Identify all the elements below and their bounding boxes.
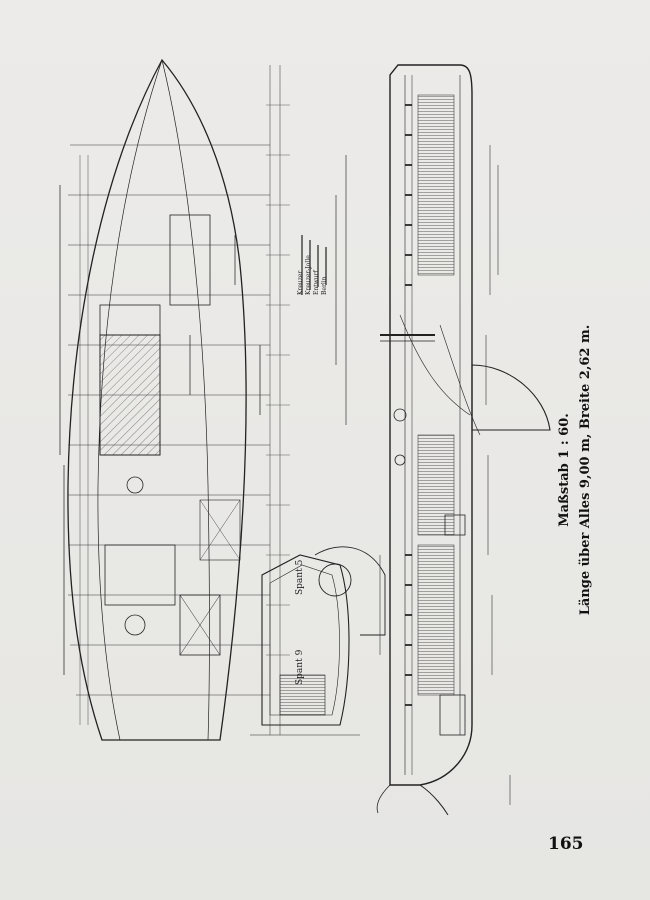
deck-plan [59,58,270,741]
page-number: 165 [548,834,584,854]
dimensions-label: Länge über Alles 9,00 m, Breite 2,62 m. [578,324,593,616]
scale-label: Maßstab 1 : 60. [557,413,572,527]
title-block-line: Entwurf [313,269,320,295]
keel-fin [471,364,551,431]
figure-caption: Maßstab 1 : 60. Länge über Alles 9,00 m,… [557,325,593,615]
yacht-construction-drawing: Spant 5 Spant 9 [59,58,551,815]
spant-label-9: Spant 9 [295,649,305,685]
hull-outline-plan [67,58,247,741]
title-block-line: Berlin [321,276,328,295]
bleed-through-text [240,8,620,28]
title-block [301,235,327,295]
spant-label-5: Spant 5 [295,559,305,595]
profile-section [376,64,551,815]
dimension-column [266,65,347,735]
rudder [419,784,449,815]
hull-profile [389,64,473,786]
cross-section: Spant 5 Spant 9 [250,546,386,736]
title-block-line: Kreuzer [297,271,304,295]
title-block-line: Kreuzer-Jolle [305,255,312,295]
cockpit-grating [99,334,161,456]
